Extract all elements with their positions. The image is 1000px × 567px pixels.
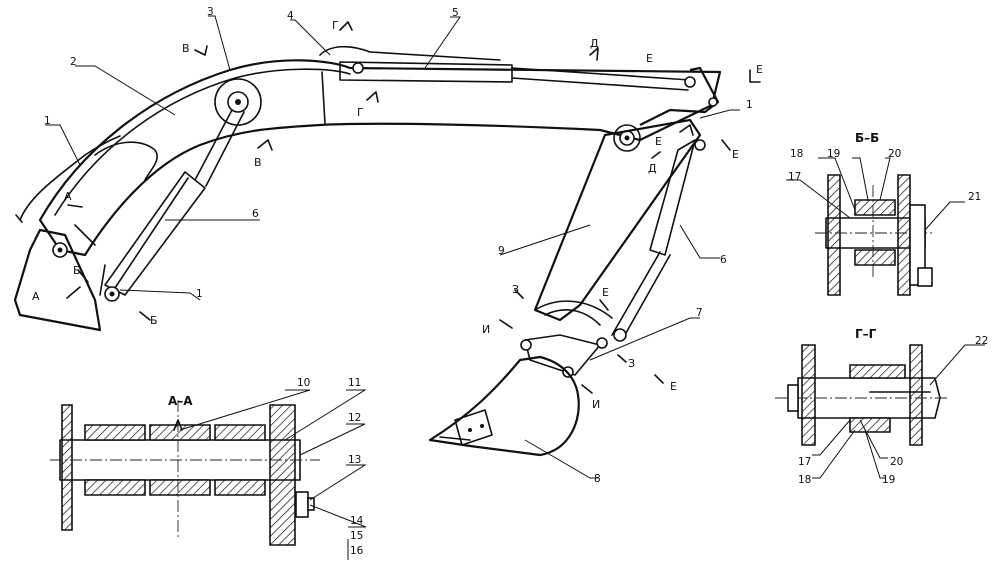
part-label-6a: 6 <box>252 208 259 220</box>
part-label-20a: 20 <box>888 148 901 160</box>
part-label-18a: 18 <box>790 148 803 160</box>
mark-e5: Е <box>602 286 609 299</box>
bucket <box>428 355 580 457</box>
part-label-3: 3 <box>207 6 214 18</box>
leader-lines-sections <box>179 157 985 560</box>
boom-pivot <box>214 78 262 126</box>
part-label-6b: 6 <box>720 254 727 266</box>
section-title-gg: Г–Г <box>855 327 877 341</box>
mark-z1: З <box>512 283 519 296</box>
part-label-15: 15 <box>350 530 363 542</box>
part-label-8: 8 <box>594 473 601 485</box>
part-label-1a: 1 <box>44 115 51 127</box>
section-gg <box>775 344 950 446</box>
part-label-19a: 19 <box>827 148 840 160</box>
part-label-5: 5 <box>452 7 459 19</box>
mark-e1: Е <box>646 52 653 65</box>
part-label-12: 12 <box>348 412 361 424</box>
mark-e3: Е <box>655 135 662 148</box>
part-label-20b: 20 <box>890 456 903 468</box>
bucket-linkage <box>520 334 608 378</box>
boom <box>13 59 722 332</box>
section-title-bb: Б–Б <box>855 131 879 145</box>
boom-cylinder-left <box>99 109 245 302</box>
part-label-1b: 1 <box>196 288 203 300</box>
part-label-10: 10 <box>297 377 310 389</box>
mark-b1: Б <box>73 264 81 277</box>
mark-v1: В <box>182 42 190 55</box>
mark-d1: Д <box>590 37 599 50</box>
part-number-labels: 1 2 3 4 5 6 1 1 9 6 7 8 10 11 12 13 14 1… <box>44 6 988 557</box>
mark-d2: Д <box>648 162 657 175</box>
part-label-17b: 17 <box>798 456 811 468</box>
part-label-11: 11 <box>348 377 361 389</box>
part-label-9: 9 <box>498 245 505 257</box>
boom-head <box>613 66 720 152</box>
section-titles: А–А Б–Б Г–Г <box>168 131 879 408</box>
stick <box>533 118 702 326</box>
mark-a1: А <box>64 190 72 203</box>
part-label-13: 13 <box>348 454 361 466</box>
section-bb <box>815 174 935 296</box>
part-label-7: 7 <box>696 307 703 319</box>
part-label-19b: 19 <box>882 474 895 486</box>
mark-i1: И <box>482 323 490 336</box>
part-label-14: 14 <box>350 515 364 527</box>
part-label-2: 2 <box>70 56 77 68</box>
part-label-4: 4 <box>287 10 294 22</box>
mark-g2: Г <box>357 106 364 119</box>
part-label-17a: 17 <box>788 171 801 183</box>
mark-e6: Е <box>670 380 677 393</box>
part-label-22: 22 <box>975 335 988 347</box>
part-label-18b: 18 <box>798 474 811 486</box>
mark-b2: Б <box>150 314 158 327</box>
mark-a2: А <box>32 290 40 303</box>
part-label-16: 16 <box>350 545 364 557</box>
section-title-aa: А–А <box>168 394 193 408</box>
mark-e4: Е <box>732 148 739 161</box>
mark-v2: В <box>254 156 262 169</box>
section-mark-letters: А А Б Б В В Г Г Д Д Е Е Е Е Е Е З З И И <box>32 19 763 411</box>
mark-g1: Г <box>332 19 339 32</box>
bucket-cylinder-right <box>611 139 706 342</box>
leader-lines-main <box>45 15 740 479</box>
section-cut-lines <box>66 21 761 394</box>
section-aa <box>50 400 320 546</box>
mark-i2: И <box>592 398 600 411</box>
mark-e2: Е <box>756 63 763 76</box>
arm-cylinder-top <box>319 45 696 91</box>
mark-z2: З <box>628 357 635 370</box>
part-label-1c: 1 <box>746 99 753 111</box>
part-label-21: 21 <box>968 191 981 203</box>
